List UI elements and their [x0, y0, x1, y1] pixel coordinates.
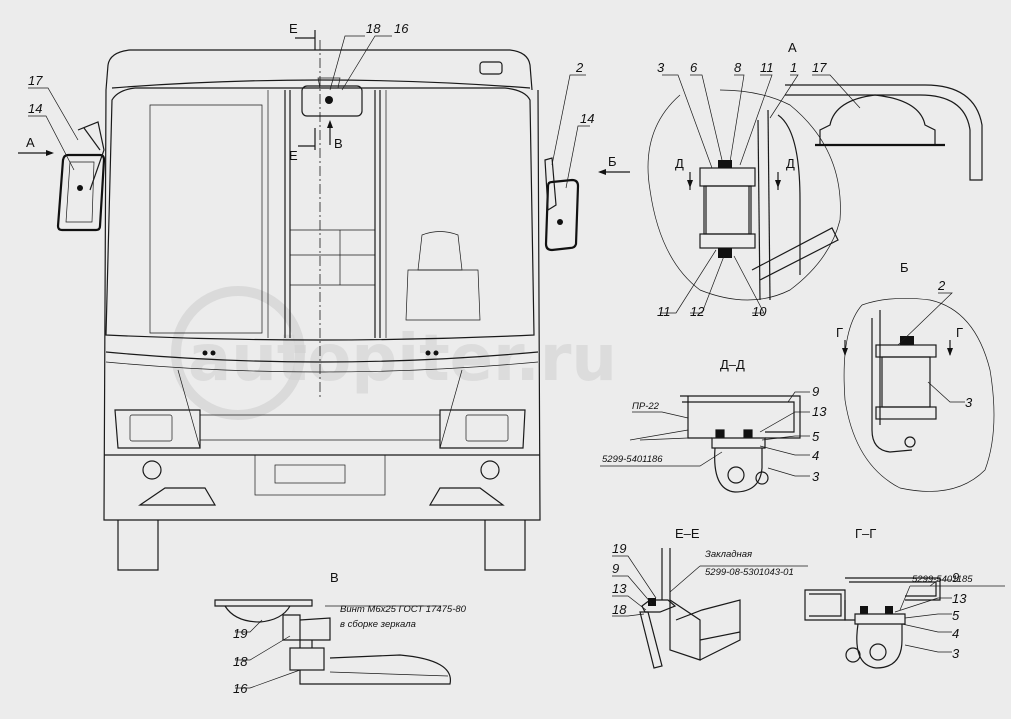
callout-14-left: 14	[28, 101, 42, 116]
callout-ee-9: 9	[612, 561, 619, 576]
mark-e-bottom: Е	[289, 148, 298, 163]
note-part-5401185: 5299-5401185	[912, 574, 973, 585]
view-v-title: В	[330, 570, 339, 585]
callout-dd-4: 4	[812, 448, 819, 463]
mark-g-left: Г	[836, 325, 843, 340]
section-dd-title: Д–Д	[720, 357, 745, 372]
mark-v: В	[334, 136, 343, 151]
section-dd: Д–Д 9 13 5 4 3 ПР-22 5299-5401186	[600, 357, 827, 493]
callout-14-right: 14	[580, 111, 594, 126]
callout-gg-13: 13	[952, 591, 967, 606]
watermark: autopiter.ru	[171, 286, 617, 420]
callout-a-8: 8	[734, 60, 742, 75]
callout-18-front: 18	[366, 21, 381, 36]
callout-b-2: 2	[937, 278, 946, 293]
callout-a-1: 1	[790, 60, 797, 75]
callout-a-3: 3	[657, 60, 665, 75]
callout-ee-13: 13	[612, 581, 627, 596]
callout-a-10: 10	[752, 304, 767, 319]
view-b-title: Б	[900, 260, 909, 275]
section-gg: Г–Г 5299-5401185 9 13 5 4 3	[804, 526, 1005, 669]
callout-v-18: 18	[233, 654, 248, 669]
callout-a-11-bottom: 11	[657, 304, 671, 319]
callout-v-16: 16	[233, 681, 248, 696]
callout-dd-5: 5	[812, 429, 820, 444]
callout-gg-9: 9	[952, 570, 959, 585]
note-part-5401186: 5299-5401186	[602, 454, 663, 465]
mark-a: А	[26, 135, 35, 150]
callout-2-front: 2	[575, 60, 584, 75]
mark-b: Б	[608, 154, 617, 169]
callout-a-11-top: 11	[760, 60, 774, 75]
watermark-text: autopiter.ru	[188, 322, 617, 396]
callout-dd-13: 13	[812, 404, 827, 419]
bus-front-view	[103, 40, 541, 571]
callout-gg-3: 3	[952, 646, 960, 661]
section-ee: Е–Е Закладная 5299-08-5301043-01 19 9 13…	[612, 526, 808, 669]
callout-17-left: 17	[28, 73, 43, 88]
callout-dd-9: 9	[812, 384, 819, 399]
view-v-detail: В Винт М6х25 ГОСТ 17475-80 в сборке зерк…	[214, 570, 467, 696]
callout-ee-18: 18	[612, 602, 627, 617]
left-mirror-assembly	[56, 121, 106, 232]
view-a-detail: А Д Д 3 6 8 11 1 1	[647, 40, 983, 319]
note-screw-line2: в сборке зеркала	[340, 619, 416, 630]
callout-dd-3: 3	[812, 469, 820, 484]
callout-b-3: 3	[965, 395, 973, 410]
mark-d-right: Д	[786, 156, 795, 171]
callout-a-12: 12	[690, 304, 705, 319]
view-b-detail: Б Г Г 2 3	[836, 260, 995, 492]
callout-ee-19: 19	[612, 541, 626, 556]
section-ee-title: Е–Е	[675, 526, 700, 541]
mark-e-top: Е	[289, 21, 298, 36]
callout-a-17: 17	[812, 60, 827, 75]
section-gg-title: Г–Г	[855, 526, 876, 541]
view-a-title: А	[788, 40, 797, 55]
callout-a-6: 6	[690, 60, 698, 75]
mark-g-right: Г	[956, 325, 963, 340]
callout-v-19: 19	[233, 626, 247, 641]
callout-gg-5: 5	[952, 608, 960, 623]
front-view-section-marks: Е Е В А Б	[18, 21, 630, 175]
note-zakladnaya-num: 5299-08-5301043-01	[705, 567, 794, 578]
note-screw-line1: Винт М6х25 ГОСТ 17475-80	[340, 604, 467, 615]
right-mirror-assembly	[544, 157, 580, 252]
callout-16-front: 16	[394, 21, 409, 36]
mark-d-left: Д	[675, 156, 684, 171]
note-zakladnaya: Закладная	[705, 549, 752, 560]
front-callouts: 17 14 18 16 2 14	[28, 21, 594, 189]
callout-gg-4: 4	[952, 626, 959, 641]
note-pr22: ПР-22	[632, 401, 660, 412]
